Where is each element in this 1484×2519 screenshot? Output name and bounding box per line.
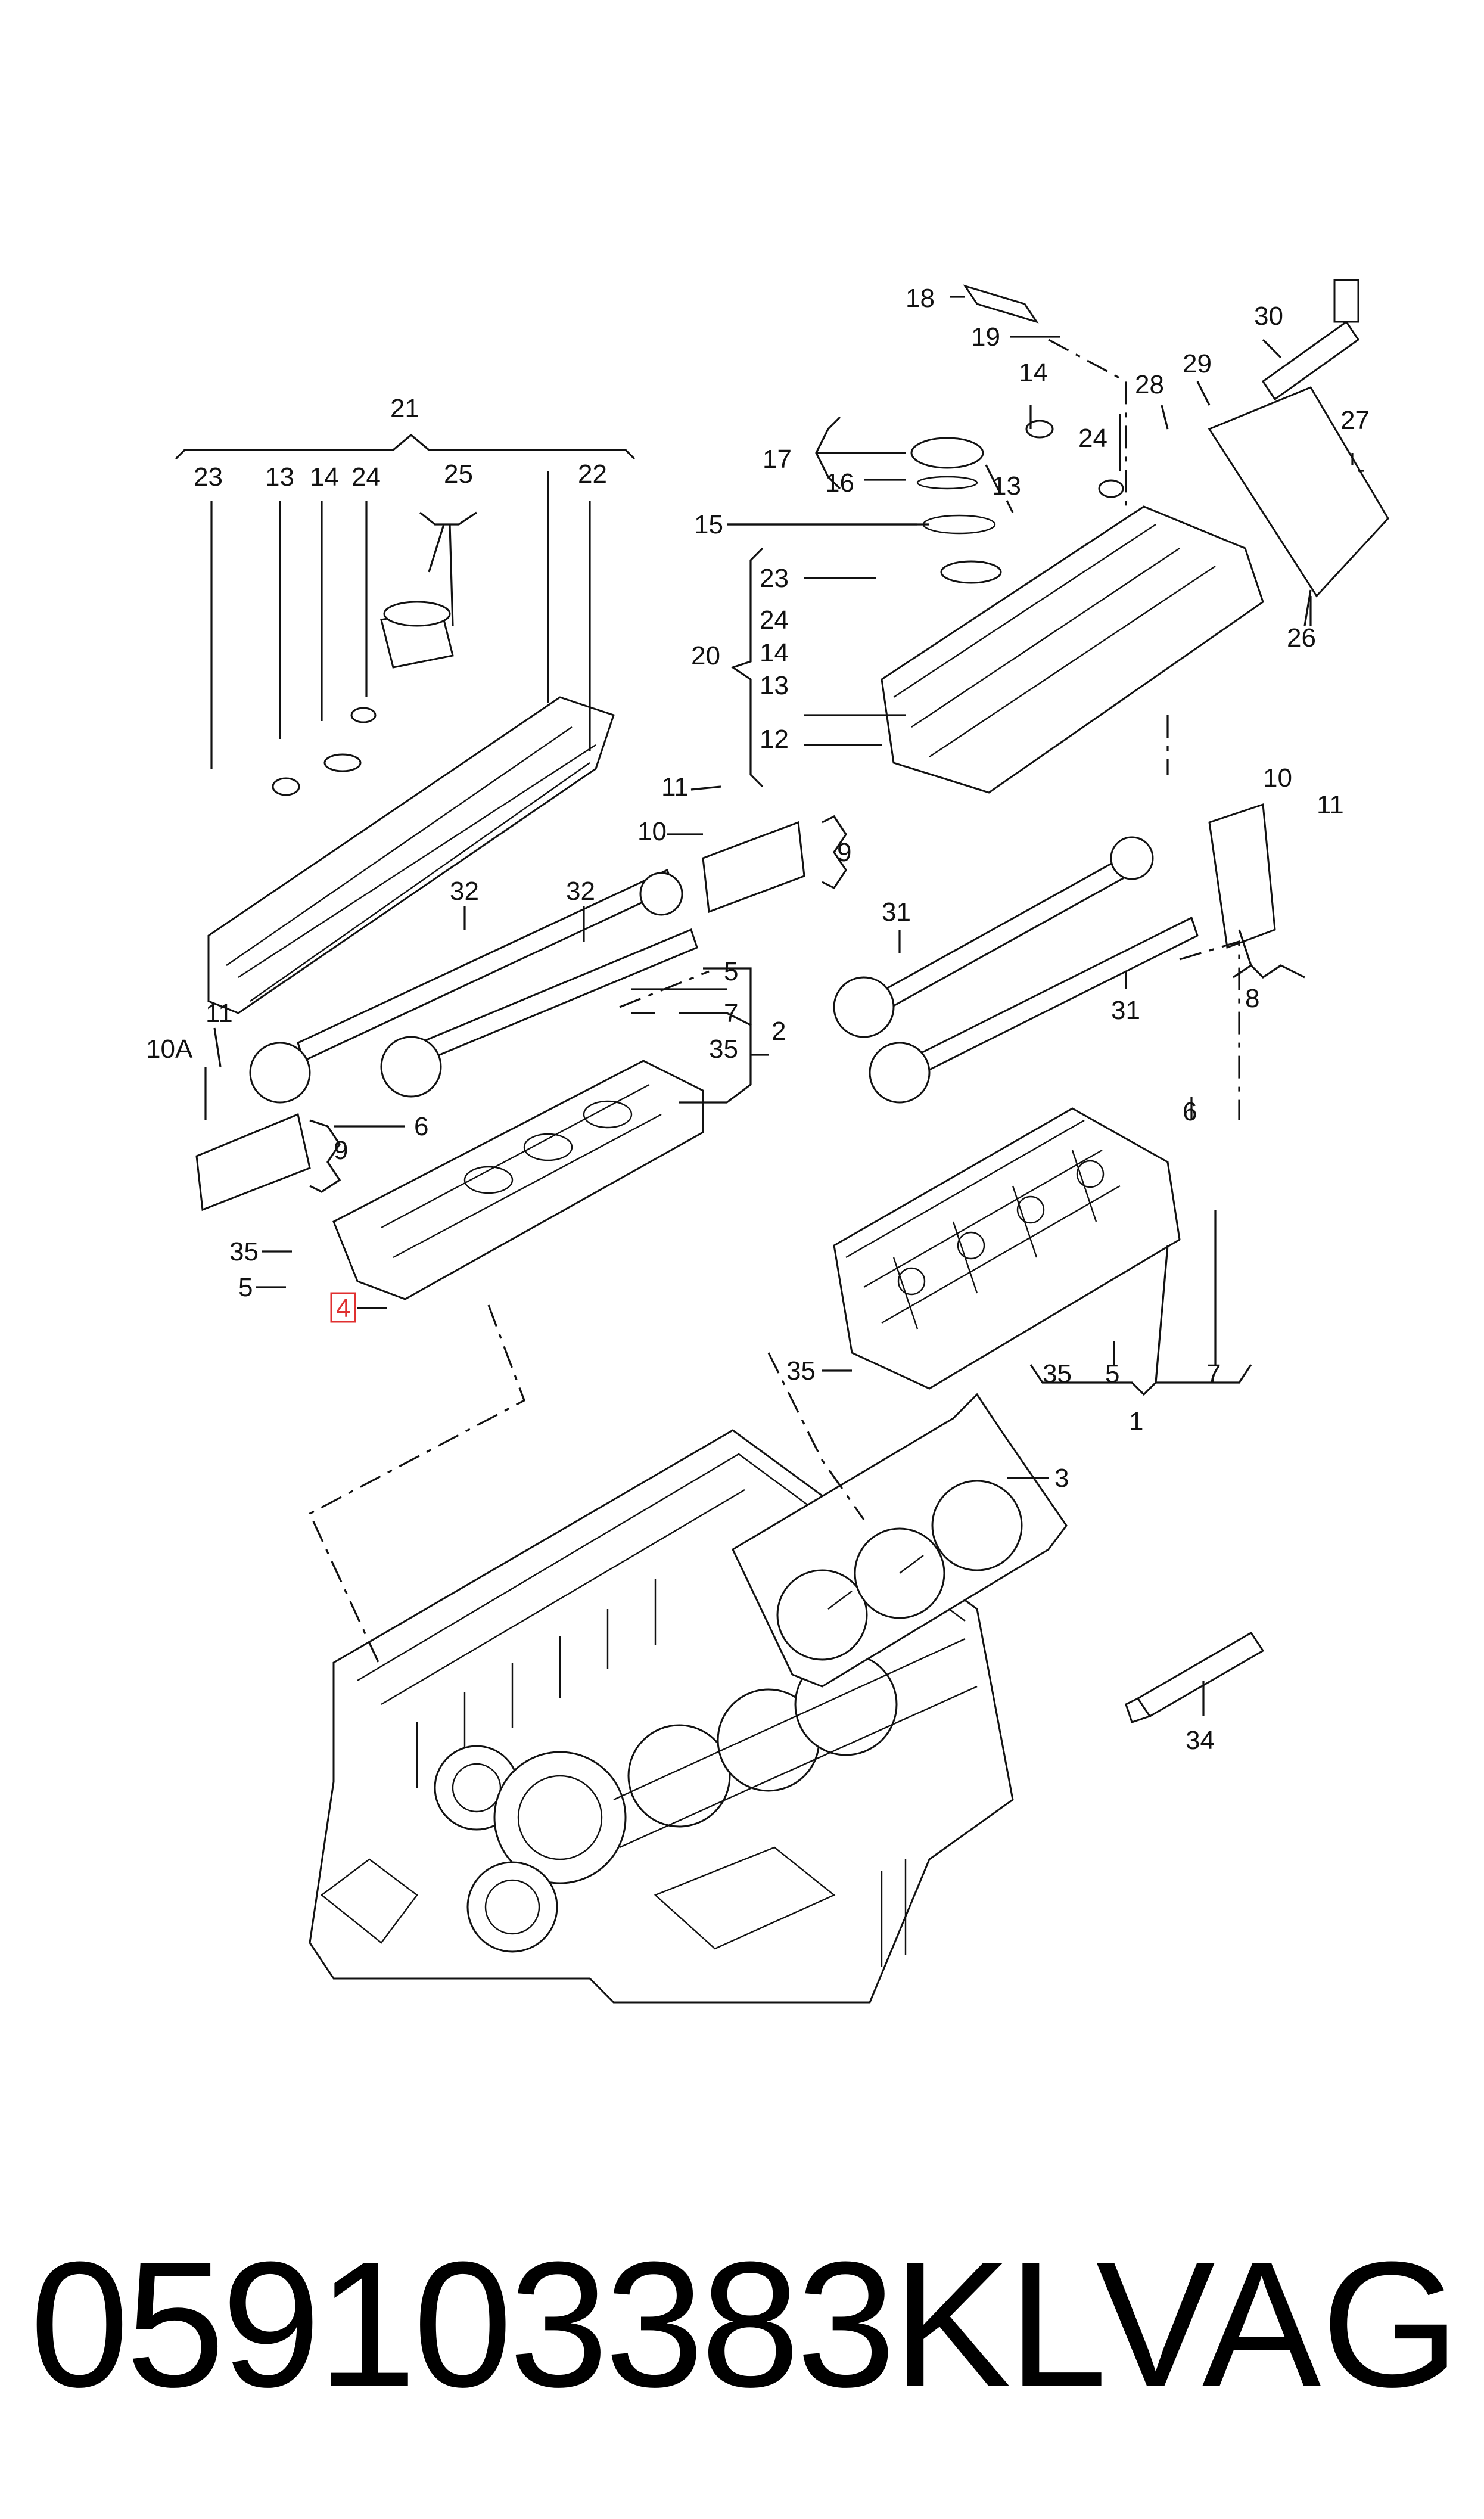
callout-22: 22 bbox=[578, 459, 607, 489]
callout-labels: 21 23 13 14 24 25 22 18 19 14 28 29 30 2… bbox=[146, 284, 1370, 1755]
callout-35-left: 35 bbox=[229, 1237, 259, 1266]
callout-10-upper: 10 bbox=[637, 817, 667, 846]
engine-exploded-diagram: 21 23 13 14 24 25 22 18 19 14 28 29 30 2… bbox=[146, 279, 1389, 2004]
callout-5-right: 5 bbox=[1105, 1359, 1119, 1389]
callout-27: 27 bbox=[1340, 406, 1370, 435]
callout-12: 12 bbox=[760, 725, 789, 754]
callout-35-upper: 35 bbox=[709, 1035, 738, 1064]
right-valve-cover bbox=[881, 279, 1389, 794]
left-cylinder-head bbox=[332, 1060, 704, 1300]
callout-31-left: 31 bbox=[882, 897, 911, 927]
right-cylinder-head bbox=[833, 1107, 1181, 1390]
sealant-tube bbox=[1125, 1631, 1265, 1723]
callout-7-right: 7 bbox=[1206, 1359, 1221, 1389]
leader-lines bbox=[175, 296, 1364, 1716]
camshafts bbox=[249, 836, 1199, 1104]
callout-13-left: 13 bbox=[265, 462, 294, 492]
callout-32-left: 32 bbox=[450, 877, 479, 906]
callout-35-right: 35 bbox=[786, 1356, 816, 1386]
callout-14-right: 14 bbox=[760, 638, 789, 667]
left-valve-cover bbox=[207, 601, 615, 1014]
callout-14-left: 14 bbox=[310, 462, 339, 492]
callout-11-upper: 11 bbox=[661, 772, 689, 802]
callout-17: 17 bbox=[763, 445, 792, 474]
callout-10A: 10A bbox=[146, 1035, 193, 1064]
callout-6-left: 6 bbox=[414, 1112, 428, 1141]
callout-18: 18 bbox=[906, 284, 935, 313]
callout-21: 21 bbox=[390, 394, 419, 423]
callout-24-left: 24 bbox=[351, 462, 381, 492]
callout-5-upper: 5 bbox=[724, 957, 738, 986]
callout-24-top: 24 bbox=[1078, 424, 1107, 453]
callout-35-bracket: 35 bbox=[1043, 1359, 1072, 1389]
callout-10-right: 10 bbox=[1263, 763, 1292, 793]
callout-29: 29 bbox=[1183, 349, 1212, 378]
brand-label: VAG bbox=[1096, 2224, 1460, 2424]
head-gasket bbox=[732, 1393, 1068, 1688]
callout-28: 28 bbox=[1135, 370, 1164, 399]
callout-2: 2 bbox=[771, 1017, 786, 1046]
callout-23-left: 23 bbox=[194, 462, 223, 492]
callout-30: 30 bbox=[1254, 302, 1283, 331]
callout-13-top: 13 bbox=[992, 471, 1021, 501]
callout-31-right: 31 bbox=[1111, 996, 1140, 1025]
callout-11-right: 11 bbox=[1317, 790, 1344, 819]
part-number: 059103383KL bbox=[30, 2224, 1107, 2424]
callout-7-upper: 7 bbox=[724, 999, 738, 1028]
callout-32-right: 32 bbox=[566, 877, 595, 906]
callout-9-upper: 9 bbox=[837, 838, 851, 867]
callout-23-right: 23 bbox=[760, 564, 789, 593]
callout-5-left: 5 bbox=[238, 1273, 253, 1302]
callout-8: 8 bbox=[1245, 984, 1259, 1013]
highlight-box-4 bbox=[330, 1292, 356, 1323]
callout-25: 25 bbox=[444, 459, 473, 489]
callout-19: 19 bbox=[971, 322, 1000, 352]
callout-13-right: 13 bbox=[760, 671, 789, 700]
callout-34: 34 bbox=[1186, 1726, 1215, 1755]
callout-24-right: 24 bbox=[760, 605, 789, 635]
callout-4: 4 bbox=[336, 1294, 350, 1323]
callout-15: 15 bbox=[694, 510, 723, 539]
callout-3: 3 bbox=[1054, 1464, 1069, 1493]
callout-16: 16 bbox=[825, 468, 854, 498]
callout-11-left: 11 bbox=[206, 999, 233, 1028]
callout-1: 1 bbox=[1129, 1407, 1143, 1436]
callout-14-top: 14 bbox=[1019, 358, 1048, 387]
callout-20: 20 bbox=[691, 641, 720, 670]
callout-26: 26 bbox=[1287, 623, 1316, 653]
callout-6-right: 6 bbox=[1183, 1097, 1197, 1126]
bearing-caps bbox=[195, 803, 1276, 1212]
callout-9-left: 9 bbox=[334, 1136, 348, 1165]
